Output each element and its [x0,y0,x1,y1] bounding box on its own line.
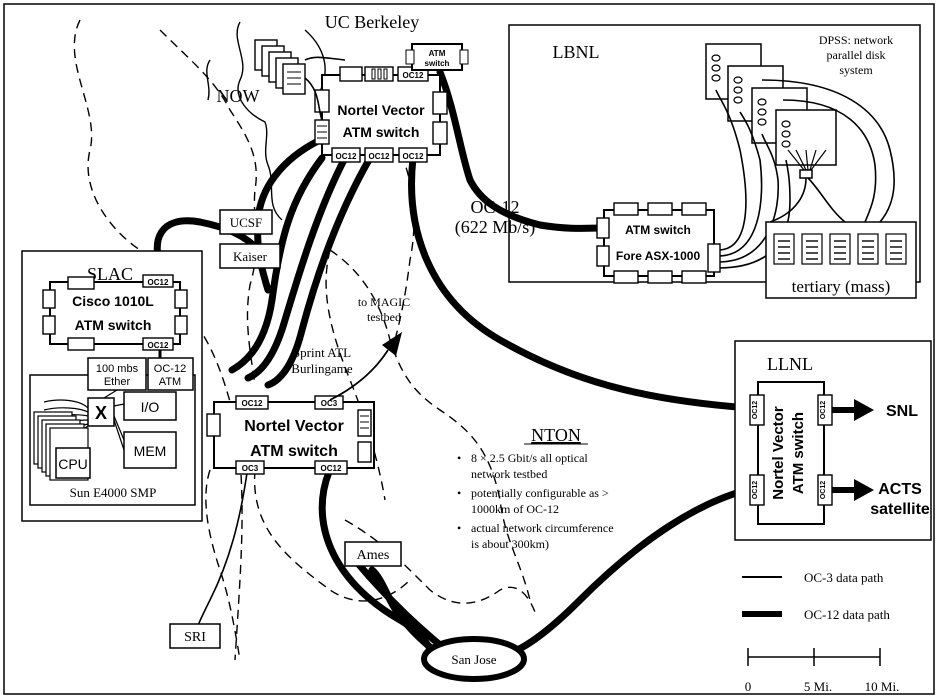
tertiary-label: tertiary (mass) [792,277,891,296]
tertiary-storage: tertiary (mass) [765,221,917,299]
mem-label: MEM [134,443,167,459]
nton-bullet-text: 8 × 2.5 Gbit/s all optical [471,451,588,465]
small-atm-switch: ATM switch [405,43,469,71]
oc12-link-label: OC-12 [471,197,520,217]
lbnl-region: LBNL DPSS: network parallel disk system [508,24,921,283]
bullet: • [457,486,461,500]
sprint-label: Sprint ATL [293,345,351,360]
kaiser-label: Kaiser [233,249,268,264]
now-label: NOW [217,86,260,106]
port-label: OC12 [242,399,263,408]
switch-label: ATM [429,49,446,58]
dpss-label: parallel disk [827,48,886,62]
sprint-label: Burlingame [291,361,353,376]
dpss-cables [715,79,895,269]
crossbar-label: X [95,403,107,423]
ucsf-box: UCSF [219,209,273,235]
port-label: OC3 [242,464,259,473]
port-label: OC12 [148,341,169,350]
bay-coastline [73,19,536,661]
nton-bullet-text: network testbed [471,467,547,481]
scale-label: 5 Mi. [804,679,832,694]
legend: OC-3 data path OC-12 data path [742,570,890,622]
port-label: OC12 [752,481,759,499]
port-label: OC12 [336,152,357,161]
sun-atm-label: ATM [159,376,181,388]
ether-label: 100 mbs [96,363,139,375]
switch-label: Nortel Vector [337,102,425,118]
dpss-label: system [839,63,873,77]
switch-label: switch [425,59,450,68]
bullet: • [457,451,461,465]
port-label: OC12 [403,152,424,161]
port-label: OC12 [752,401,759,419]
magic-label: to MAGIC [358,295,410,309]
oc12-links [153,68,759,664]
ucsf-label: UCSF [230,215,263,230]
kaiser-box: Kaiser [219,243,281,269]
switch-label: ATM switch [790,412,807,494]
switch-label: Cisco 1010L [72,293,154,309]
ames-label: Ames [357,548,390,563]
port-label: OC12 [369,152,390,161]
nton-bullet-text: potentially configurable as > [471,486,609,500]
cpu-label: CPU [58,456,88,472]
port-label: OC12 [820,401,827,419]
magic-label: testbed [367,310,401,324]
lbnl-label: LBNL [553,42,600,62]
acts-label: ACTS [878,481,922,498]
llnl-label: LLNL [767,354,813,374]
san-jose-node: San Jose [421,636,527,682]
fore-atm-switch: ATM switch Fore ASX-1000 [596,202,721,284]
berkeley-nortel-switch: OC12 OC12 OC12 OC12 Nortel Vector ATM sw… [314,66,448,163]
port-label: OC3 [321,399,338,408]
sri-box: SRI [169,623,221,649]
nton-info: NTON • 8 × 2.5 Gbit/s all optical networ… [457,425,614,551]
nton-bullet-text: actual network circumference [471,521,614,535]
switch-label: ATM switch [75,317,152,333]
magic-arrow [329,332,402,401]
acts-label: satellite [870,501,930,518]
nton-bullet-text: is about 300km) [471,537,549,551]
bullet: • [457,521,461,535]
slac-label: SLAC [87,264,133,284]
diagram-frame [3,3,935,695]
io-label: I/O [141,399,160,415]
switch-label: ATM switch [625,223,691,237]
nton-bullet-text: 1000km of OC-12 [471,502,559,516]
san-jose-label: San Jose [451,652,496,667]
scale-bar: 0 5 Mi. 10 Mi. [745,648,900,694]
switch-label: Nortel Vector [244,418,344,435]
sun-atm-label: OC-12 [154,363,186,375]
llnl-nortel-switch: OC12 OC12 OC12 OC12 Nortel Vector ATM sw… [749,381,833,525]
scale-label: 0 [745,679,752,694]
sprint-nortel-switch: OC12 OC3 OC3 OC12 Nortel Vector ATM swit… [206,395,375,475]
nton-title: NTON [531,425,581,445]
legend-oc12-label: OC-12 data path [804,607,890,622]
port-label: OC12 [820,481,827,499]
port-label: OC12 [403,71,424,80]
oc12-link-label: (622 Mb/s) [455,217,536,238]
sun-label: Sun E4000 SMP [70,485,157,500]
legend-oc3-label: OC-3 data path [804,570,884,585]
switch-label: ATM switch [250,443,338,460]
dpss-label: DPSS: network [819,33,893,47]
switch-label: Nortel Vector [770,406,787,500]
now-cluster [254,39,323,121]
ames-box: Ames [344,541,402,567]
sun-e4000: 100 mbs Ether OC-12 ATM I/O MEM X CPU Su… [29,350,196,506]
scale-label: 10 Mi. [865,679,900,694]
dpss-disks [705,43,837,179]
port-label: OC12 [148,278,169,287]
port-label: OC12 [321,464,342,473]
llnl-arrows [832,399,874,501]
ether-label: Ether [104,376,131,388]
uc-berkeley-label: UC Berkeley [325,12,419,32]
switch-label: Fore ASX-1000 [616,249,701,263]
snl-label: SNL [886,403,918,420]
sri-label: SRI [184,630,206,645]
cisco-atm-switch: OC12 OC12 Cisco 1010L ATM switch [42,274,188,351]
switch-label: ATM switch [343,124,420,140]
